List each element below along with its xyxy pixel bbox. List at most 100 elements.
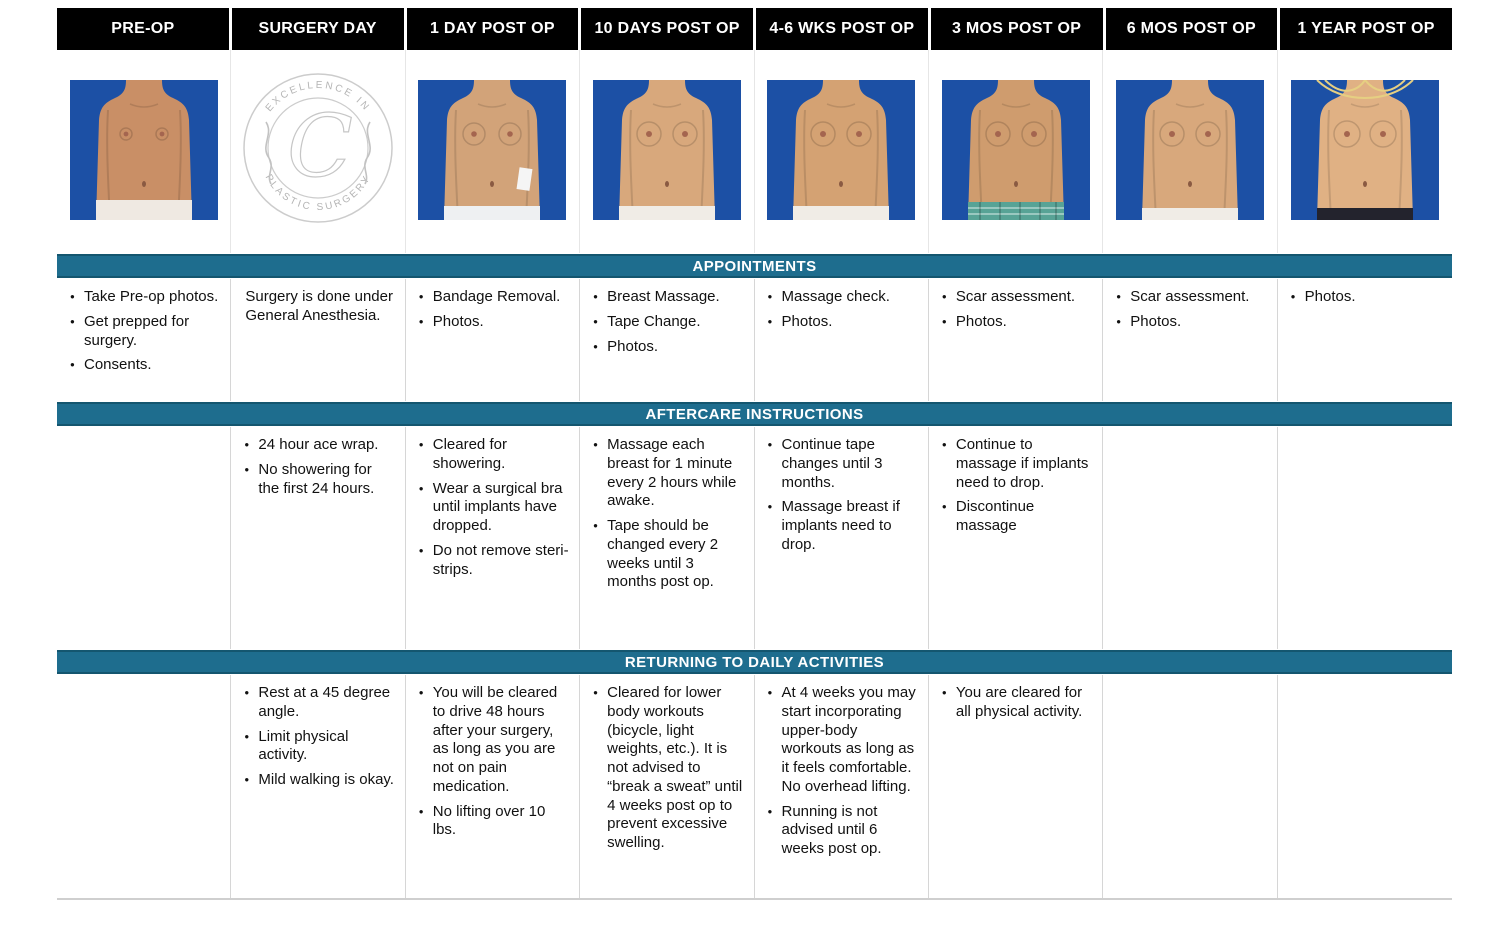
appointments-item: Photos.	[1115, 313, 1267, 332]
column-header-surgery-day: SURGERY DAY	[231, 8, 404, 50]
appointments-item: Photos.	[941, 313, 1093, 332]
aftercare-cell-surgery-day: 24 hour ace wrap. No showering for the fi…	[231, 427, 406, 649]
appointments-cell-1-day-post-op: Bandage Removal. Photos.	[406, 279, 581, 401]
column-header-6-mos-post-op: 6 MOS POST OP	[1105, 8, 1278, 50]
aftercare-item: Massage each breast for 1 minute every 2…	[592, 436, 744, 511]
activities-item: Limit physical activity.	[243, 728, 395, 766]
aftercare-item: Do not remove steri-strips.	[418, 542, 570, 580]
appointments-item: Photos.	[1290, 288, 1443, 307]
torso-illustration	[941, 80, 1090, 220]
torso-illustration	[418, 80, 567, 220]
aftercare-item: Continue tape changes until 3 months.	[767, 436, 919, 492]
column-header-4-6-wks-post-op: 4-6 WKS POST OP	[756, 8, 928, 50]
activities-cell-pre-op	[57, 675, 232, 898]
appointments-item: Breast Massage.	[592, 288, 744, 307]
activities-item: At 4 weeks you may start incorporating u…	[767, 684, 919, 797]
aftercare-cell-6-mos-post-op	[1103, 427, 1278, 649]
patient-photo-3-mos-post-op	[941, 80, 1090, 220]
aftercare-item: Tape should be changed every 2 weeks unt…	[592, 517, 744, 592]
column-header-1-year-post-op: 1 YEAR POST OP	[1280, 8, 1452, 50]
activities-item: Running is not advised until 6 weeks pos…	[767, 803, 919, 859]
logo-inner-ring	[267, 97, 369, 199]
appointments-cell-1-year-post-op: Photos.	[1278, 279, 1452, 401]
aftercare-item: Discontinue massage	[941, 498, 1093, 536]
appointments-item: Consents.	[69, 356, 221, 375]
appointments-cell-6-mos-post-op: Scar assessment. Photos.	[1103, 279, 1278, 401]
photo-cell-4-6-wks-post-op	[755, 50, 929, 253]
appointments-row: Take Pre-op photos. Get prepped for surge…	[57, 279, 1452, 401]
photo-cell-1-year-post-op	[1278, 50, 1452, 253]
aftercare-cell-1-year-post-op	[1278, 427, 1452, 649]
aftercare-cell-4-6-wks-post-op: Continue tape changes until 3 months.Mas…	[755, 427, 929, 649]
activities-row: Rest at a 45 degree angle. Limit physical…	[57, 675, 1452, 900]
figure-flourish-right-icon	[364, 121, 372, 185]
activities-cell-1-day-post-op: You will be cleared to drive 48 hours af…	[406, 675, 581, 898]
appointments-cell-pre-op: Take Pre-op photos. Get prepped for surge…	[57, 279, 232, 401]
photo-row: EXCELLENCE IN PLASTIC SURGERY C	[57, 50, 1452, 253]
photo-cell-surgery-day: EXCELLENCE IN PLASTIC SURGERY C	[231, 50, 406, 253]
activities-cell-3-mos-post-op: You are cleared for all physical activit…	[929, 675, 1104, 898]
photo-cell-pre-op	[57, 50, 232, 253]
aftercare-item: 24 hour ace wrap.	[243, 436, 395, 455]
activities-cell-4-6-wks-post-op: At 4 weeks you may start incorporating u…	[755, 675, 929, 898]
aftercare-cell-3-mos-post-op: Continue to massage if implants need to …	[929, 427, 1104, 649]
section-banner-activities: RETURNING TO DAILY ACTIVITIES	[57, 650, 1452, 674]
patient-photo-1-year-post-op	[1290, 80, 1439, 220]
section-title-aftercare: AFTERCARE INSTRUCTIONS	[645, 405, 864, 423]
appointments-item: Scar assessment.	[941, 288, 1093, 307]
patient-photo-pre-op	[69, 80, 218, 220]
patient-photo-4-6-wks-post-op	[767, 80, 916, 220]
photo-cell-10-days-post-op	[580, 50, 755, 253]
appointments-item: Take Pre-op photos.	[69, 288, 221, 307]
appointments-cell-4-6-wks-post-op: Massage check. Photos.	[755, 279, 929, 401]
torso-illustration	[1290, 80, 1439, 220]
appointments-item: Tape Change.	[592, 313, 744, 332]
torso-illustration	[767, 80, 916, 220]
section-title-activities: RETURNING TO DAILY ACTIVITIES	[624, 653, 885, 671]
photo-cell-3-mos-post-op	[929, 50, 1104, 253]
appointments-item: Get prepped for surgery.	[69, 313, 221, 351]
figure-flourish-left-icon	[265, 121, 273, 185]
appointments-cell-surgery-day: Surgery is done under General Anesthesia…	[231, 279, 406, 401]
appointments-item: Scar assessment.	[1115, 288, 1267, 307]
clinic-logo: EXCELLENCE IN PLASTIC SURGERY C	[243, 73, 393, 223]
activities-item: No lifting over 10 lbs.	[418, 803, 570, 841]
appointments-item: Bandage Removal.	[418, 288, 570, 307]
photo-cell-6-mos-post-op	[1103, 50, 1278, 253]
appointments-cell-3-mos-post-op: Scar assessment. Photos.	[929, 279, 1104, 401]
torso-illustration	[1115, 80, 1264, 220]
aftercare-item: Wear a surgical bra until implants have …	[418, 480, 570, 536]
column-header-10-days-post-op: 10 DAYS POST OP	[581, 8, 753, 50]
aftercare-item: No showering for the first 24 hours.	[243, 461, 395, 499]
activities-item: You will be cleared to drive 48 hours af…	[418, 684, 570, 797]
aftercare-cell-pre-op	[57, 427, 232, 649]
activities-cell-10-days-post-op: Cleared for lower body workouts (bicycle…	[580, 675, 755, 898]
column-header-3-mos-post-op: 3 MOS POST OP	[930, 8, 1103, 50]
aftercare-cell-1-day-post-op: Cleared for showering. Wear a surgical br…	[406, 427, 581, 649]
section-title-appointments: APPOINTMENTS	[692, 257, 817, 275]
activities-item: Rest at a 45 degree angle.	[243, 684, 395, 722]
column-header-pre-op: PRE-OP	[57, 8, 229, 50]
appointments-item: Massage check.	[767, 288, 919, 307]
activities-cell-1-year-post-op	[1278, 675, 1452, 898]
appointments-item: Photos.	[418, 313, 570, 332]
aftercare-item: Cleared for showering.	[418, 436, 570, 474]
appointments-item: Photos.	[767, 313, 919, 332]
section-banner-appointments: APPOINTMENTS	[57, 254, 1452, 278]
patient-photo-6-mos-post-op	[1115, 80, 1264, 220]
logo-outer-ring	[243, 73, 393, 223]
activities-item: Mild walking is okay.	[243, 771, 395, 790]
aftercare-row: 24 hour ace wrap. No showering for the fi…	[57, 427, 1452, 649]
aftercare-cell-10-days-post-op: Massage each breast for 1 minute every 2…	[580, 427, 755, 649]
aftercare-item: Continue to massage if implants need to …	[941, 436, 1093, 492]
activities-item: Cleared for lower body workouts (bicycle…	[592, 684, 744, 853]
appointments-item: Surgery is done under General Anesthesia…	[245, 288, 393, 324]
activities-cell-6-mos-post-op	[1103, 675, 1278, 898]
patient-photo-1-day-post-op	[418, 80, 567, 220]
activities-cell-surgery-day: Rest at a 45 degree angle. Limit physical…	[231, 675, 406, 898]
appointments-cell-10-days-post-op: Breast Massage.Tape Change.Photos.	[580, 279, 755, 401]
photo-cell-1-day-post-op	[406, 50, 581, 253]
